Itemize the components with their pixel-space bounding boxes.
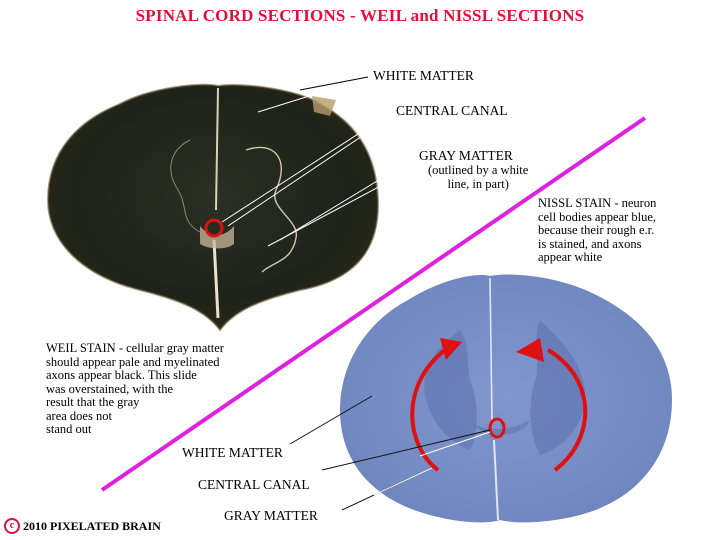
right-arrow — [546, 348, 588, 472]
weil-gray-outline-left — [170, 139, 201, 233]
weil-anterior-fissure — [212, 239, 220, 319]
copyright-text: 2010 PIXELATED BRAIN — [23, 518, 161, 533]
nissl-central-canal-label: CENTRAL CANAL — [198, 477, 310, 492]
nissl-gray-left — [424, 330, 477, 450]
weil-section — [46, 83, 380, 332]
copyright: c 2010 PIXELATED BRAIN — [4, 518, 161, 534]
leader-weil-white-matter — [257, 76, 371, 113]
nissl-stain-note: NISSL STAIN - neuron cell bodies appear … — [538, 196, 657, 264]
nissl-section — [340, 274, 672, 523]
right-arrow-head — [516, 338, 544, 362]
weil-central-canal-label: CENTRAL CANAL — [396, 103, 508, 118]
nissl-anterior-fissure — [493, 439, 499, 521]
nissl-posterior-septum — [489, 277, 493, 421]
leader-nissl-gray-matter-inner — [373, 467, 433, 496]
weil-tissue — [48, 84, 378, 330]
leader-weil-central-canal-1 — [221, 111, 393, 223]
weil-gray-matter-label: GRAY MATTER — [419, 148, 513, 163]
weil-gray-outline — [245, 146, 297, 273]
leader-nissl-central-canal-inner — [419, 431, 491, 457]
leader-weil-central-canal-2 — [227, 115, 393, 227]
weil-pale-commissure — [200, 226, 234, 249]
nissl-gray-right — [530, 320, 586, 455]
weil-dorsal-patch — [312, 96, 336, 116]
weil-white-matter-label: WHITE MATTER — [373, 68, 474, 83]
nissl-white-matter-label: WHITE MATTER — [182, 445, 283, 460]
page-title: SPINAL CORD SECTIONS - WEIL and NISSL SE… — [135, 6, 585, 25]
weil-outer-rim — [46, 83, 380, 332]
diagonal-divider — [100, 116, 647, 492]
leader-white-matter-extension — [299, 76, 369, 91]
nissl-gray-matter-label: GRAY MATTER — [224, 508, 318, 523]
weil-stain-note: WEIL STAIN - cellular gray matter should… — [46, 341, 224, 436]
leader-weil-gray-matter-2 — [267, 165, 419, 247]
left-arrow — [410, 348, 447, 472]
leader-nissl-central-canal — [321, 429, 491, 471]
weil-gray-matter-note: (outlined by a white line, in part) — [428, 163, 529, 191]
weil-posterior-septum — [215, 87, 219, 211]
left-arrow-head — [440, 338, 462, 360]
leader-nissl-white-matter — [289, 395, 373, 445]
weil-central-canal-marker — [204, 218, 224, 238]
nissl-central-canal-marker — [488, 417, 506, 439]
copyright-icon: c — [4, 518, 20, 534]
leader-weil-gray-matter-1 — [279, 157, 416, 241]
weil-leader-lines — [221, 76, 419, 247]
nissl-tissue — [340, 274, 672, 523]
